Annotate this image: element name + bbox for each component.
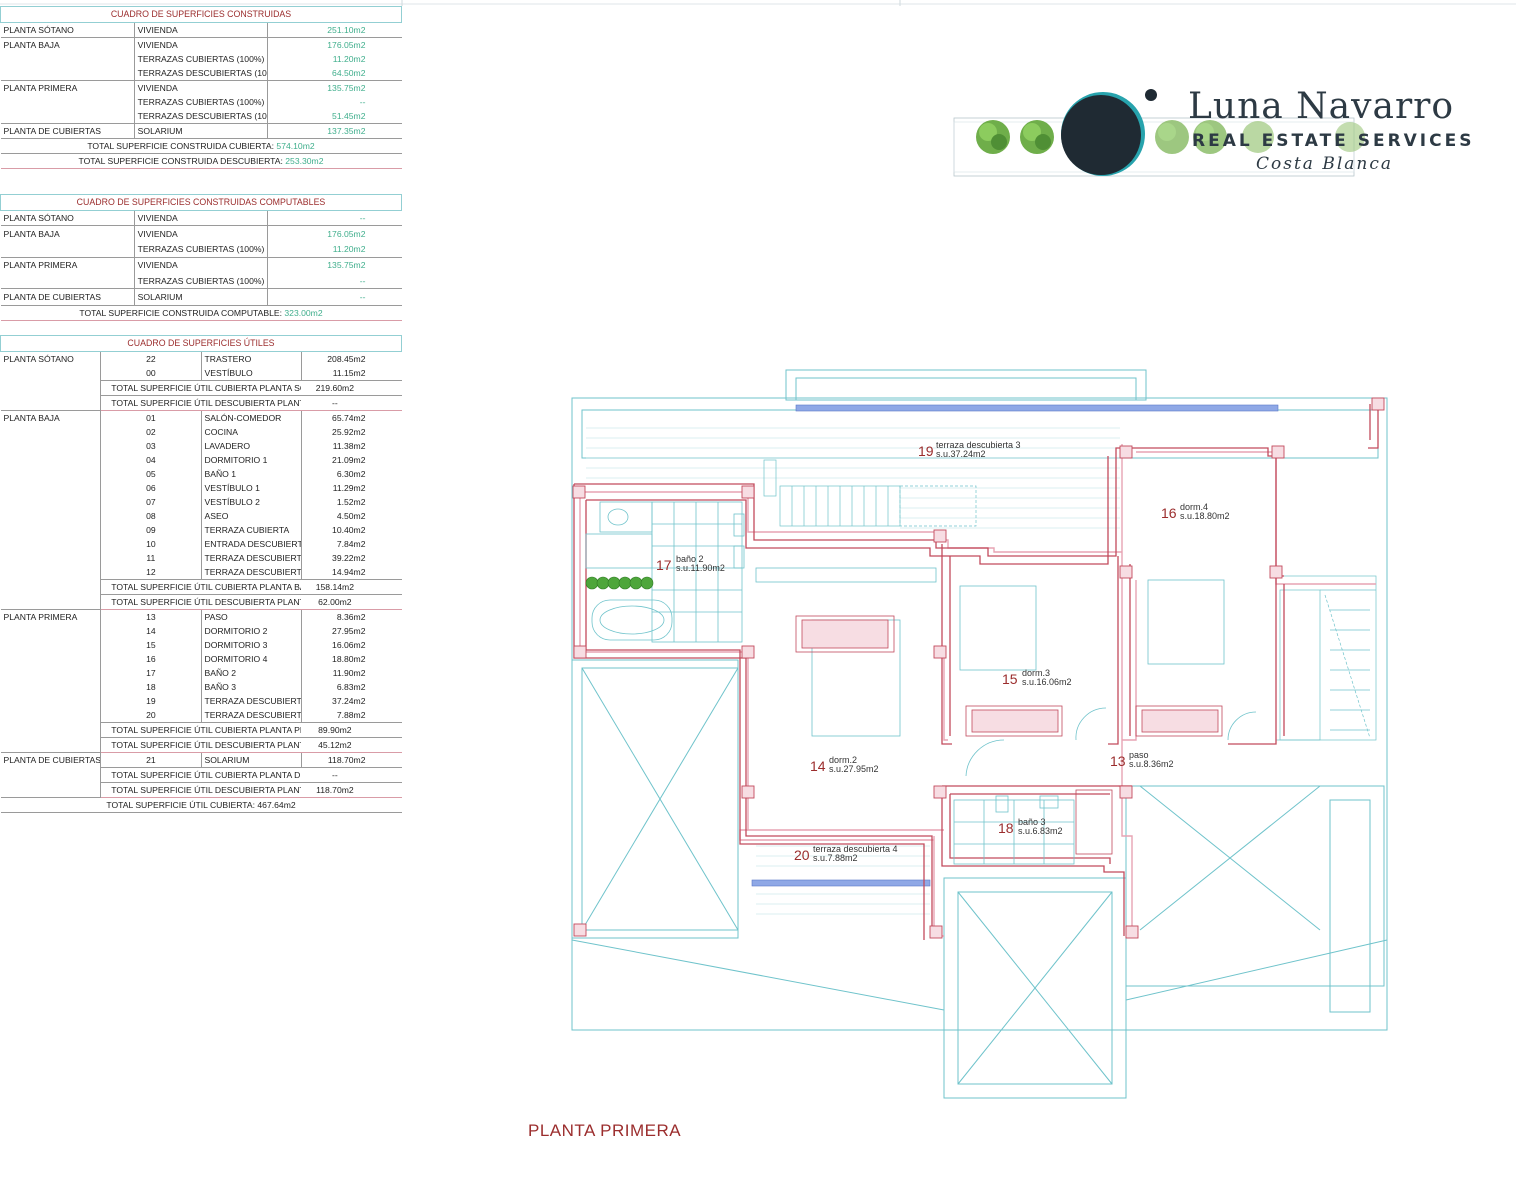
svg-text:16: 16 [1161, 505, 1177, 521]
svg-text:s.u.16.06m2: s.u.16.06m2 [1022, 677, 1072, 687]
table-row: TERRAZAS CUBIERTAS (100%)-- [0, 95, 402, 109]
svg-text:17: 17 [656, 557, 672, 573]
table-total-row: TOTAL SUPERFICIE CONSTRUIDA COMPUTABLE: … [0, 305, 402, 321]
svg-text:paso: paso [1129, 750, 1149, 760]
svg-text:13: 13 [1110, 753, 1126, 769]
tree-icon [1020, 120, 1054, 154]
table-total-row: TOTAL SUPERFICIE ÚTIL DESCUBIERTA PLANTA… [0, 395, 402, 411]
svg-text:18: 18 [998, 820, 1014, 836]
svg-text:baño 3: baño 3 [1018, 817, 1046, 827]
room-label: 17 baño 2s.u.11.90m2 [656, 554, 725, 573]
table-row: TERRAZAS CUBIERTAS (100%)-- [0, 274, 402, 289]
svg-text:dorm.3: dorm.3 [1022, 668, 1050, 678]
svg-text:20: 20 [794, 847, 810, 863]
plan-title: PLANTA PRIMERA [528, 1121, 682, 1140]
svg-text:s.u.7.88m2: s.u.7.88m2 [813, 853, 858, 863]
table-grand-total-row: TOTAL SUPERFICIE ÚTIL CUBIERTA: 467.64m2 [0, 797, 402, 813]
tree-icon [1242, 121, 1274, 153]
svg-text:s.u.18.80m2: s.u.18.80m2 [1180, 511, 1230, 521]
table-row: TERRAZAS DESCUBIERTAS (100%)64.50m2 [0, 66, 402, 81]
table-superficies-construidas: CUADRO DE SUPERFICIES CONSTRUIDAS PLANTA… [0, 6, 402, 169]
logo-name: Luna Navarro [1188, 86, 1455, 127]
svg-text:s.u.6.83m2: s.u.6.83m2 [1018, 826, 1063, 836]
svg-text:s.u.8.36m2: s.u.8.36m2 [1129, 759, 1174, 769]
svg-text:s.u.11.90m2: s.u.11.90m2 [676, 563, 725, 573]
logo-tagline: REAL ESTATE SERVICES [1192, 131, 1475, 151]
tree-icon [1193, 120, 1227, 154]
moon-icon [1061, 89, 1157, 176]
table-superficies-computables: CUADRO DE SUPERFICIES CONSTRUIDAS COMPUT… [0, 194, 402, 321]
table-row: TERRAZAS DESCUBIERTAS (100%)51.45m2 [0, 109, 402, 124]
svg-text:dorm.4: dorm.4 [1180, 502, 1208, 512]
svg-text:s.u.27.95m2: s.u.27.95m2 [829, 764, 879, 774]
logo-region: Costa Blanca [1256, 154, 1394, 174]
svg-text:terraza descubierta 4: terraza descubierta 4 [813, 844, 898, 854]
tree-icon [976, 120, 1010, 154]
table-total-row: TOTAL SUPERFICIE CONSTRUIDA DESCUBIERTA:… [0, 153, 402, 169]
plant-icon [585, 576, 654, 590]
tree-icon [1155, 120, 1189, 154]
svg-text:19: 19 [918, 443, 934, 459]
table-total-row: TOTAL SUPERFICIE ÚTIL CUBIERTA PLANTA DE… [0, 767, 402, 783]
table-row: TERRAZAS CUBIERTAS (100%)11.20m2 [0, 242, 402, 257]
table-total-row: TOTAL SUPERFICIE ÚTIL CUBIERTA PLANTA BA… [0, 579, 402, 595]
svg-text:terraza descubierta 3: terraza descubierta 3 [936, 440, 1021, 450]
svg-text:15: 15 [1002, 671, 1018, 687]
svg-text:s.u.37.24m2: s.u.37.24m2 [936, 449, 986, 459]
table-total-row: TOTAL SUPERFICIE ÚTIL DESCUBIERTA PLANTA… [0, 594, 402, 610]
table-total-row: TOTAL SUPERFICIE ÚTIL DESCUBIERTA PLANTA… [0, 782, 402, 798]
tree-icon [1335, 122, 1365, 152]
room-label: 18 baño 3s.u.6.83m2 [998, 817, 1063, 836]
table-title: CUADRO DE SUPERFICIES ÚTILES [0, 335, 402, 352]
table-superficies-utiles: CUADRO DE SUPERFICIES ÚTILES PLANTA SÓTA… [0, 335, 402, 813]
table-row: TERRAZAS CUBIERTAS (100%)11.20m2 [0, 52, 402, 66]
svg-text:14: 14 [810, 758, 826, 774]
table-total-row: TOTAL SUPERFICIE ÚTIL CUBIERTA PLANTA SÓ… [0, 380, 402, 396]
room-label: 15 dorm.3s.u.16.06m2 [1002, 668, 1072, 687]
logo [953, 89, 1365, 177]
svg-text:baño 2: baño 2 [676, 554, 704, 564]
svg-text:dorm.2: dorm.2 [829, 755, 857, 765]
